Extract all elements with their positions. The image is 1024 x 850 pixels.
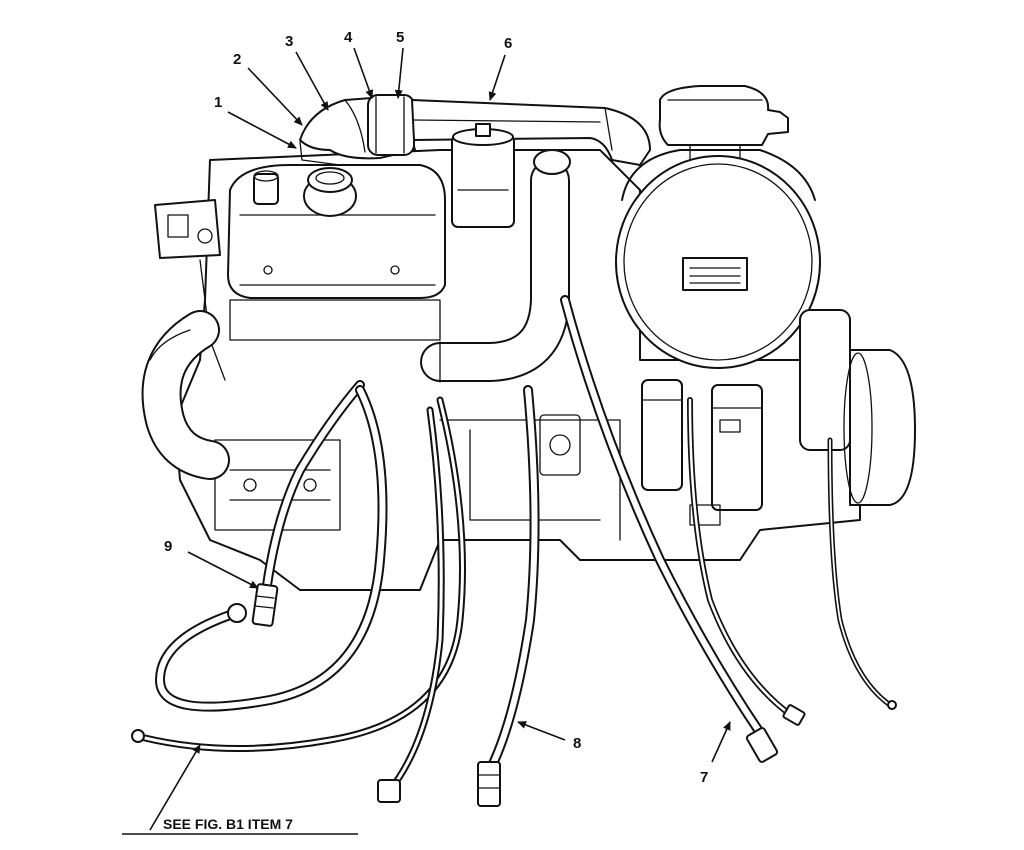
- leader-lines: [122, 47, 731, 835]
- callout-8: 8: [573, 735, 581, 752]
- sensor-cable-left: [377, 406, 445, 803]
- callout-1: 1: [214, 94, 222, 111]
- hose-item-8: [477, 385, 540, 807]
- intake-hose: [420, 149, 571, 383]
- valve-cover: [227, 164, 446, 299]
- callout-7: 7: [700, 769, 708, 786]
- right-filter-assembly: [641, 309, 851, 511]
- sensor-cable-right: [827, 437, 897, 710]
- flywheel-housing: [843, 349, 916, 506]
- fuel-filter-upper: [451, 123, 515, 228]
- hose-item-9: [251, 380, 365, 627]
- left-bracket-assembly: [154, 199, 226, 381]
- return-loop-hose: [155, 385, 388, 712]
- exhaust-elbow: [141, 310, 230, 480]
- crossover-tube: [411, 99, 651, 166]
- callout-4: 4: [344, 29, 353, 46]
- fuel-line-right: [687, 397, 806, 726]
- hose-item-7: [560, 295, 779, 763]
- ground-cable: [131, 396, 466, 752]
- front-cover: [539, 414, 721, 526]
- callout-3: 3: [285, 33, 293, 50]
- callout-9: 9: [164, 538, 172, 555]
- oil-filler-cap: [303, 167, 357, 217]
- breather-cap: [253, 170, 279, 205]
- air-cleaner-top: [658, 85, 789, 171]
- callout-6: 6: [504, 35, 512, 52]
- intake-elbow: [299, 94, 416, 166]
- data-plate: [682, 257, 748, 291]
- reference-note: SEE FIG. B1 ITEM 7: [163, 816, 293, 832]
- callout-2: 2: [233, 51, 241, 68]
- callout-5: 5: [396, 29, 404, 46]
